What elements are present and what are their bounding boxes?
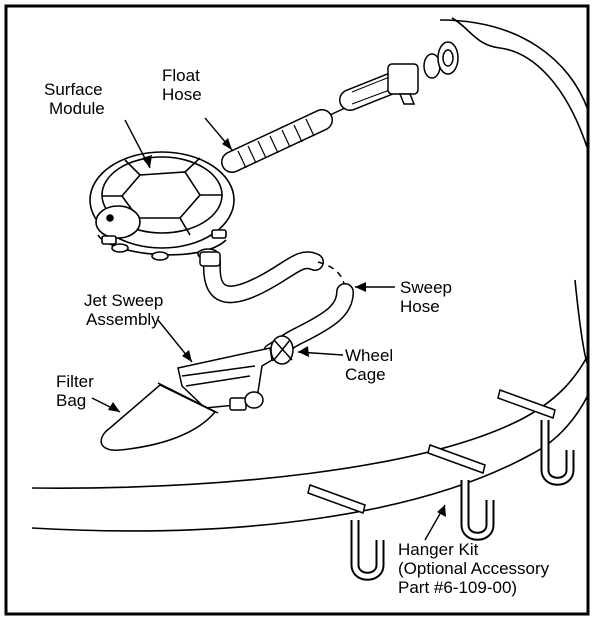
hose-connector: [200, 252, 220, 266]
label-surface-module: Surface Module: [44, 80, 105, 118]
float-hose-lower: [232, 119, 322, 168]
wheel-cage: [271, 336, 293, 364]
surface-module: [90, 152, 234, 260]
label-float-hose: Float Hose: [162, 66, 202, 104]
label-hanger-kit: Hanger Kit (Optional Accessory Part #6-1…: [398, 540, 549, 597]
label-sweep-hose: Sweep Hose: [400, 278, 452, 316]
label-filter-bag: Filter Bag: [56, 372, 94, 410]
pool-wall: [32, 18, 588, 531]
float-hose-gap: [330, 108, 345, 115]
wall-fitting: [388, 42, 458, 104]
label-jet-sweep-assembly: Jet Sweep Assembly: [84, 291, 163, 329]
label-wheel-cage: Wheel Cage: [345, 346, 393, 384]
